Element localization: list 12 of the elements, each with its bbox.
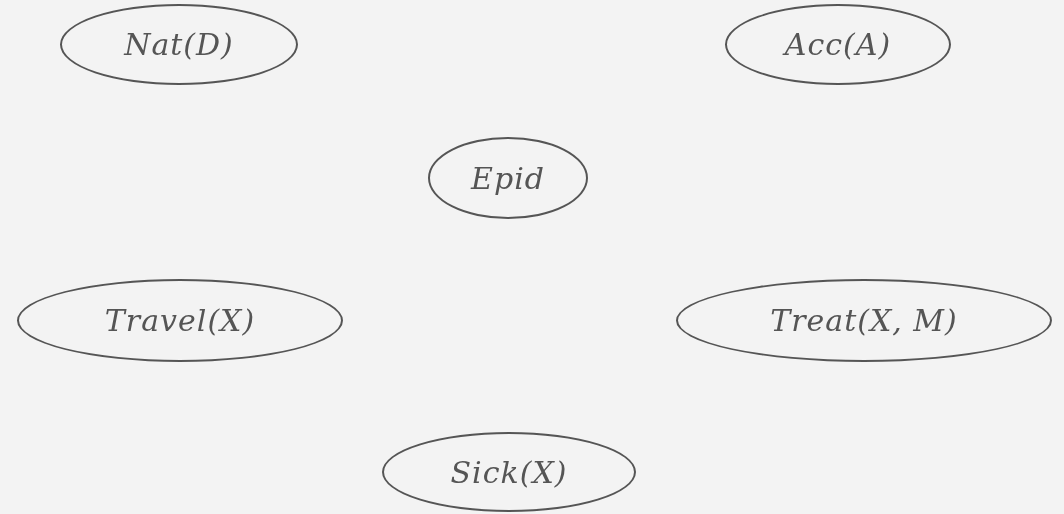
ellipse-node: [382, 432, 636, 512]
node-label: Treat(X, M): [770, 303, 958, 338]
ellipse-node: [17, 279, 343, 362]
node-label: Sick(X): [450, 454, 568, 490]
node-label: Acc(A): [784, 27, 892, 62]
node-label: Nat(D): [124, 27, 234, 62]
node-label: Travel(X): [104, 303, 256, 338]
ellipse-node: [725, 4, 951, 85]
ellipse-node: [428, 137, 588, 219]
ellipse-node: [60, 4, 298, 85]
node-label: Epid: [471, 160, 545, 196]
ellipse-node: [676, 279, 1052, 362]
